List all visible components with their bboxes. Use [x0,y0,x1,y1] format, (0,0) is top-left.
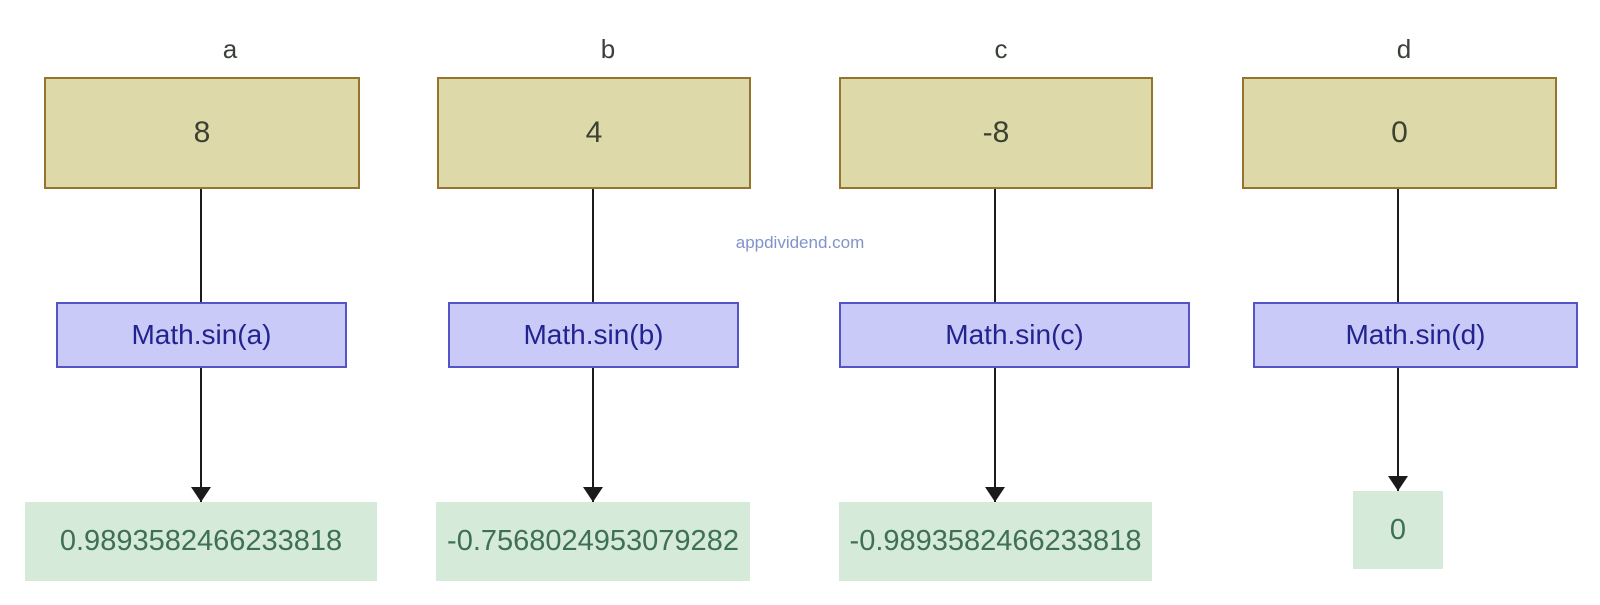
variable-value-box: -8 [839,77,1153,189]
function-box: Math.sin(a) [56,302,347,368]
connector-line [200,189,202,302]
arrow-connector [1397,368,1399,491]
result-value: 0 [1389,513,1407,546]
connector-line [1397,189,1399,302]
result-value: -0.7568024953079282 [447,525,739,557]
result-box: 0 [1353,491,1443,569]
result-value: -0.9893582466233818 [849,525,1142,557]
variable-name-label: a [222,34,238,64]
arrow-connector [200,368,202,502]
function-box: Math.sin(d) [1253,302,1578,368]
result-value: 0.9893582466233818 [59,525,343,557]
function-label: Math.sin(c) [945,319,1084,350]
connector-line [994,189,996,302]
result-box: -0.7568024953079282 [436,502,750,581]
variable-value: 4 [585,116,603,149]
variable-value: -8 [982,116,1010,149]
variable-value-box: 0 [1242,77,1557,189]
function-box: Math.sin(c) [839,302,1190,368]
watermark: appdividend.com [735,233,865,252]
function-label: Math.sin(b) [523,319,664,350]
function-label: Math.sin(d) [1345,319,1486,350]
variable-value-box: 4 [437,77,751,189]
variable-value-box: 8 [44,77,360,189]
function-box: Math.sin(b) [448,302,739,368]
variable-name-label: c [994,34,1008,64]
variable-name-label: b [600,34,616,64]
function-label: Math.sin(a) [131,319,272,350]
arrow-connector [994,368,996,502]
connector-line [592,189,594,302]
result-box: -0.9893582466233818 [839,502,1152,581]
variable-value: 0 [1391,116,1408,149]
variable-name-label: d [1396,34,1412,64]
variable-value: 8 [193,116,211,149]
arrow-connector [592,368,594,502]
result-box: 0.9893582466233818 [25,502,377,581]
